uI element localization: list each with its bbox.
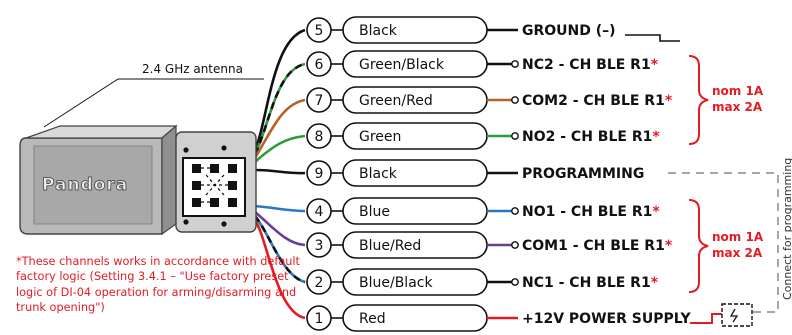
wire-2-stripe xyxy=(253,215,306,284)
output-wires xyxy=(487,28,518,320)
wire-5-black xyxy=(253,28,306,151)
wire-color-label: Black xyxy=(359,166,398,182)
output-labels: GROUND (–) NC2 - CH BLE R1* COM2 - CH BL… xyxy=(522,23,691,327)
connector-pins xyxy=(192,164,237,207)
antenna-label: 2.4 GHz antenna xyxy=(142,62,243,76)
upper-rating-brace xyxy=(688,55,709,145)
output-label: COM2 - CH BLE R1* xyxy=(522,93,673,109)
lower-rating-nom: nom 1A xyxy=(712,230,764,244)
wire-number: 3 xyxy=(315,238,324,254)
antenna-pointer xyxy=(43,78,264,128)
output-label: NC2 - CH BLE R1* xyxy=(522,57,659,73)
wire-color-label: Black xyxy=(359,23,398,39)
wire-number: 7 xyxy=(315,93,324,109)
pandora-module: Pandora xyxy=(19,124,257,236)
programming-side-note: Connect for programming xyxy=(781,158,792,300)
device-brand: Pandora xyxy=(42,175,128,195)
wire-color-labels: Black Green/Black Green/Red Green Black … xyxy=(359,23,445,327)
power-lead xyxy=(690,313,722,324)
wire-number: 2 xyxy=(315,275,324,291)
footnote: *These channels works in accordance with… xyxy=(16,255,300,314)
output-label: NC1 - CH BLE R1* xyxy=(522,275,659,291)
wire-color-label: Green/Red xyxy=(359,93,433,109)
output-label: +12V POWER SUPPLY xyxy=(522,311,691,327)
wire-number: 8 xyxy=(315,129,324,145)
wire-color-label: Green/Black xyxy=(359,57,445,73)
wire-number: 5 xyxy=(315,23,324,39)
wire-6-green-black xyxy=(253,62,306,155)
output-label: GROUND (–) xyxy=(522,23,616,39)
wire-3-blue-red xyxy=(254,210,306,247)
wire-color-label: Blue/Red xyxy=(359,238,421,254)
wire-8-green xyxy=(254,134,306,163)
wire-number: 9 xyxy=(315,166,324,182)
wire-number: 6 xyxy=(315,57,324,73)
wire-1-red xyxy=(253,219,306,320)
ground-symbol xyxy=(625,34,680,42)
lower-rating-max: max 2A xyxy=(712,246,763,260)
wire-color-label: Red xyxy=(359,311,386,327)
output-label: PROGRAMMING xyxy=(522,166,644,182)
upper-rating-max: max 2A xyxy=(712,100,763,114)
upper-rating-nom: nom 1A xyxy=(712,84,764,98)
wire-9-black xyxy=(254,168,306,175)
output-label: NO1 - CH BLE R1* xyxy=(522,204,660,220)
connector-dots xyxy=(183,145,227,227)
wire-7-green-red xyxy=(253,98,306,159)
wire-4-blue xyxy=(254,204,306,213)
lower-rating-brace xyxy=(688,199,709,293)
wire-labels xyxy=(306,16,488,332)
circle-pill-links xyxy=(331,29,343,319)
battery-icon xyxy=(721,303,753,327)
output-terminals xyxy=(511,60,519,286)
wire-color-label: Green xyxy=(359,129,401,145)
wire-color-label: Blue xyxy=(359,204,390,220)
wire-color-label: Blue/Black xyxy=(359,275,433,291)
output-label: COM1 - CH BLE R1* xyxy=(522,238,673,254)
connector-dashes xyxy=(201,167,228,203)
wire-bundle xyxy=(253,28,306,320)
wire-6-stripe xyxy=(253,62,306,155)
output-label: NO2 - CH BLE R1* xyxy=(522,129,660,145)
wire-number: 4 xyxy=(315,204,324,220)
wire-number: 1 xyxy=(315,311,324,327)
wire-numbers: 5 6 7 8 9 4 3 2 1 xyxy=(315,23,324,327)
